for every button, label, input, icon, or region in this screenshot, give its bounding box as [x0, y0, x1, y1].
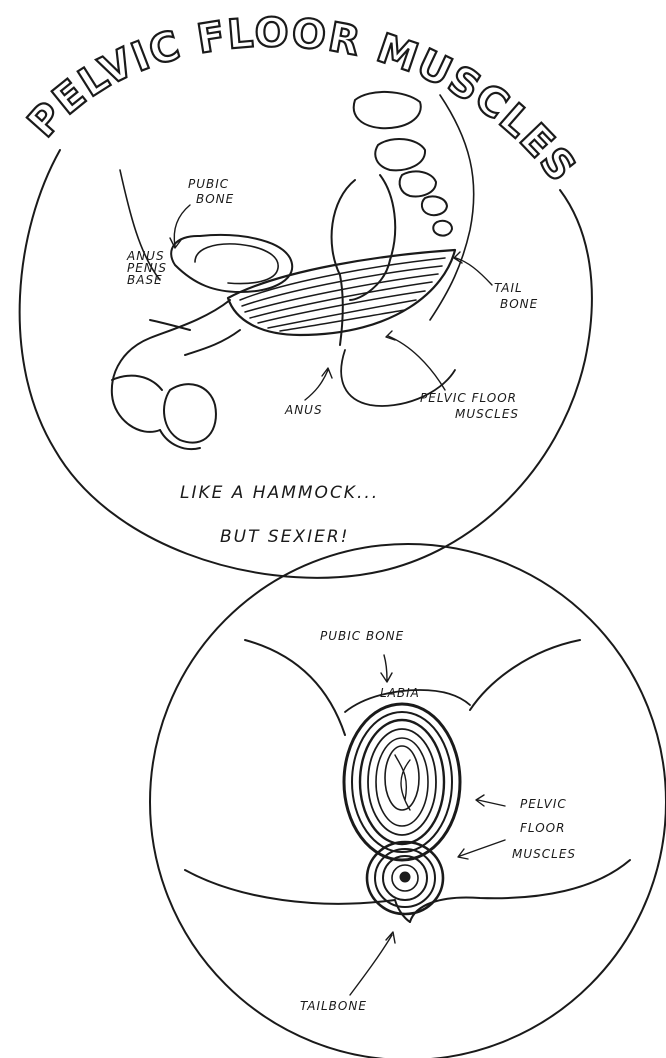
- arrow-bottom-tailbone: [350, 932, 395, 995]
- arrow-bottom-pubic-bone: [381, 655, 392, 682]
- label-pelvic-floor-line2: MUSCLES: [455, 407, 519, 421]
- bottom-view-diagram: PUBIC BONE LABIA PELVIC FLOOR MUSCLES TA…: [150, 544, 666, 1058]
- arrow-anus: [305, 368, 332, 400]
- label-bottom-pelvic-line1: PELVIC: [520, 797, 567, 811]
- side-view-diagram: PELVIC FLOOR MUSCLES: [19, 10, 592, 578]
- pelvic-floor-muscle-front: [344, 704, 460, 860]
- label-tail-bone-line1: TAIL: [494, 281, 523, 295]
- label-bottom-tailbone: TAILBONE: [300, 999, 367, 1013]
- label-pelvic-floor-line1: PELVIC FLOOR: [420, 391, 517, 405]
- diagram-title: PELVIC FLOOR MUSCLES: [19, 10, 585, 192]
- external-genitalia-side: [112, 300, 240, 449]
- label-small-line3: BASE: [127, 273, 163, 287]
- caption-line1: LIKE A HAMMOCK...: [180, 483, 379, 503]
- spine-vertebrae: [354, 92, 474, 320]
- bladder: [195, 244, 278, 284]
- bottom-view-circle: [150, 544, 666, 1058]
- arrow-pubic-bone: [170, 205, 190, 248]
- label-pubic-bone-line1: PUBIC: [188, 177, 229, 191]
- label-bottom-pelvic-line3: MUSCLES: [512, 847, 576, 861]
- label-tail-bone-line2: BONE: [500, 297, 538, 311]
- arrow-pelvic-floor: [386, 331, 445, 390]
- arrow-tail-bone: [454, 252, 492, 285]
- arrow-bottom-pelvic-2: [458, 840, 505, 859]
- label-anus: ANUS: [284, 403, 323, 417]
- arrow-bottom-pelvic-1: [476, 795, 505, 806]
- label-pubic-bone-line2: BONE: [196, 192, 234, 206]
- label-bottom-pelvic-line2: FLOOR: [520, 821, 565, 835]
- side-view-circle: [20, 150, 592, 578]
- label-bottom-pubic-bone: PUBIC BONE: [320, 629, 404, 643]
- caption-line2: BUT SEXIER!: [220, 527, 349, 547]
- label-bottom-pubic-small: LABIA: [380, 686, 420, 700]
